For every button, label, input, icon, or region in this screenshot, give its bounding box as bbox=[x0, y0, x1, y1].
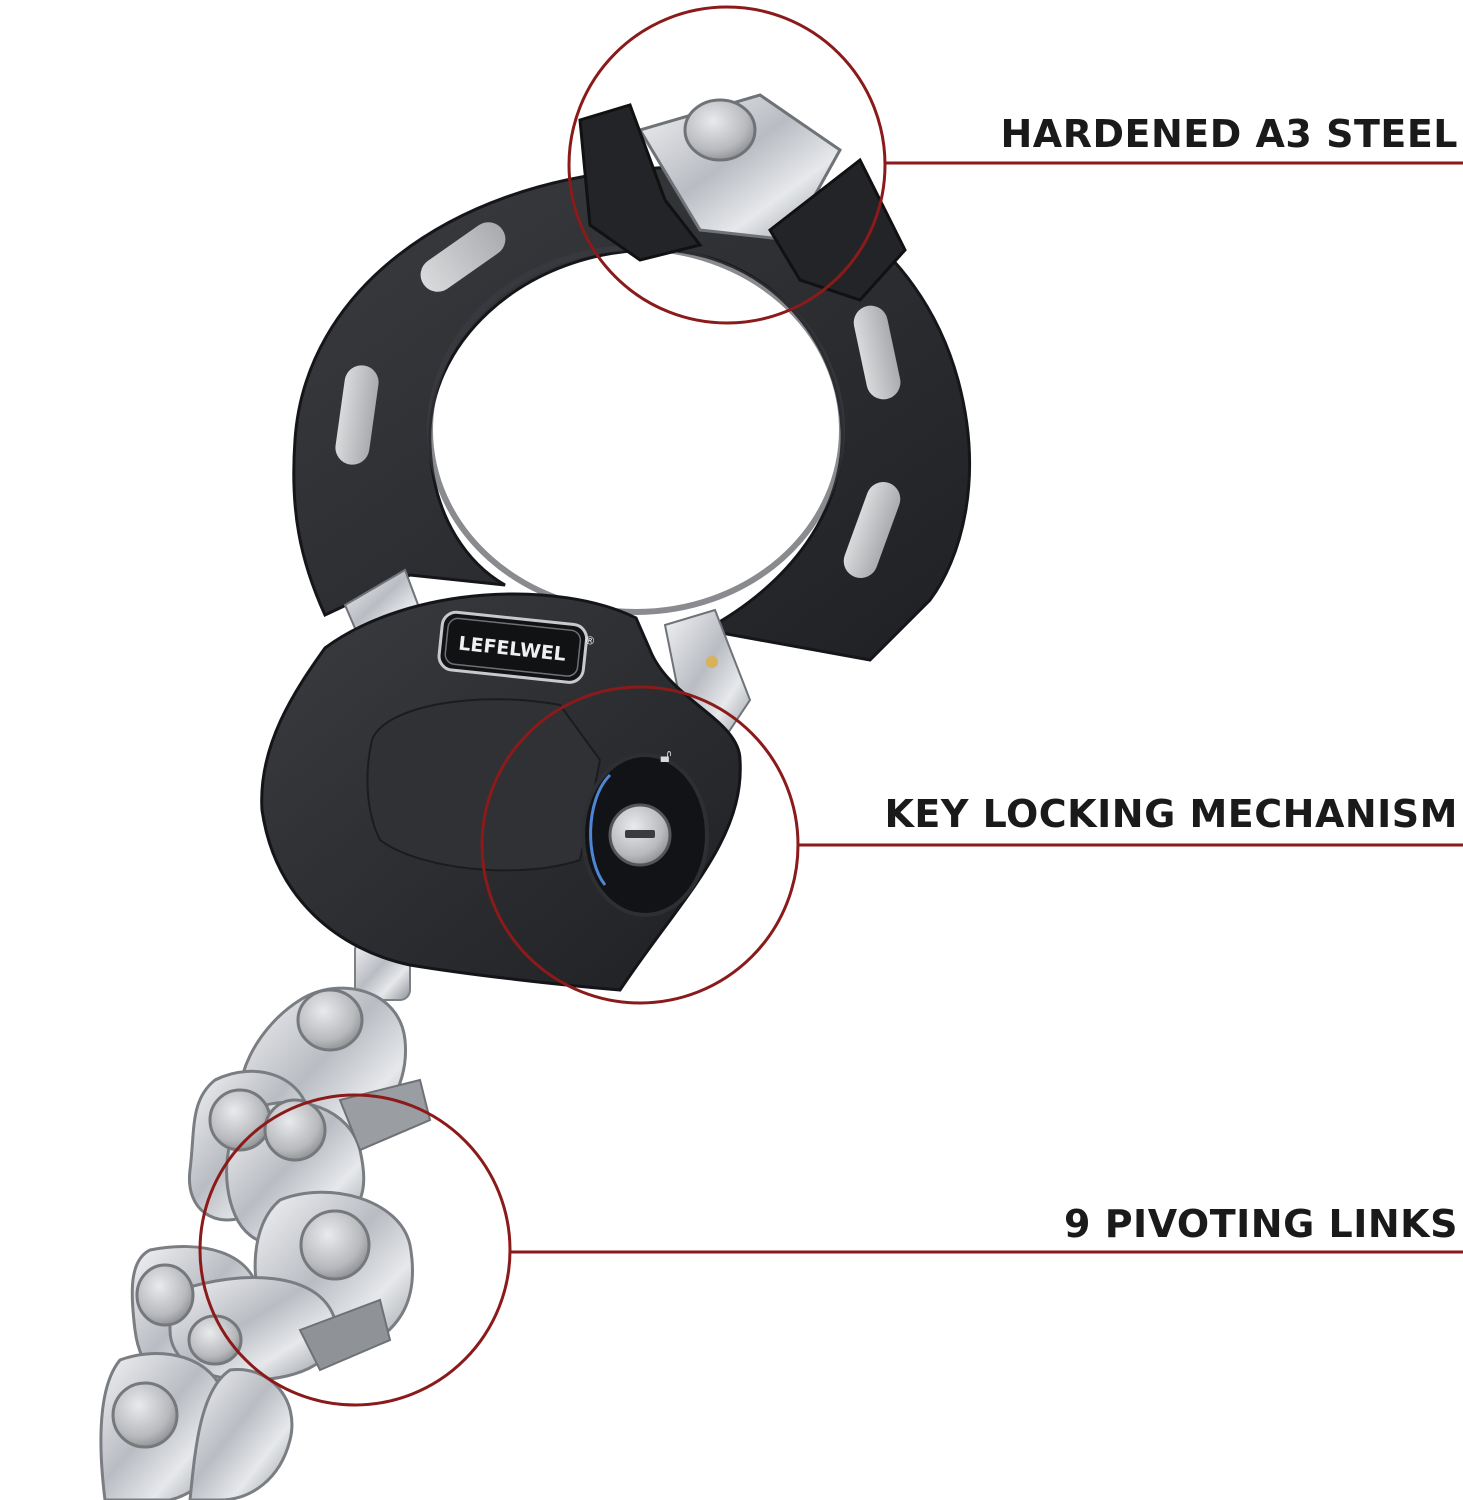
chain-link-edge bbox=[298, 1298, 392, 1372]
reflective-strip bbox=[335, 365, 379, 465]
trademark-symbol: ® bbox=[584, 634, 596, 648]
chain-pin bbox=[296, 988, 364, 1052]
reflective-strip bbox=[843, 481, 901, 579]
callout-label-hardened-steel: HARDENED A3 STEEL bbox=[1000, 112, 1458, 156]
chain bbox=[99, 939, 432, 1500]
reflective-strip bbox=[420, 222, 506, 292]
chain-pin bbox=[208, 1088, 272, 1152]
ring-inner-edge bbox=[427, 245, 845, 615]
chain-pin bbox=[299, 1209, 371, 1281]
chain-pin bbox=[135, 1263, 195, 1327]
jaw-rivet bbox=[706, 656, 718, 668]
callout-label-key-locking: KEY LOCKING MECHANISM bbox=[884, 792, 1458, 836]
shackle-ring bbox=[292, 93, 972, 747]
chain-link-edge bbox=[338, 1078, 432, 1152]
callout-label-pivoting-links: 9 PIVOTING LINKS bbox=[1064, 1202, 1458, 1246]
hinge-cap-right bbox=[768, 157, 907, 302]
chain-link-plate bbox=[188, 1368, 294, 1500]
callout-circle-links bbox=[198, 1093, 512, 1407]
callout-circle-steel bbox=[567, 5, 887, 325]
unlock-glyph: 🔓︎ bbox=[660, 746, 672, 767]
cylinder-ridge bbox=[366, 698, 602, 872]
callouts bbox=[198, 5, 1463, 1407]
hinge-pin bbox=[683, 98, 757, 162]
brand-badge: LEFELWEL ® bbox=[437, 610, 596, 684]
keyhole-slot bbox=[625, 830, 655, 838]
hinge-cap-left bbox=[578, 103, 703, 262]
chain-pin bbox=[263, 1098, 327, 1162]
lock-body: 🔓︎ LEFELWEL ® bbox=[260, 592, 742, 992]
reflective-strip bbox=[853, 305, 901, 400]
rotation-arrow bbox=[589, 773, 612, 886]
chain-pin bbox=[187, 1314, 243, 1366]
chain-pin bbox=[111, 1381, 179, 1449]
